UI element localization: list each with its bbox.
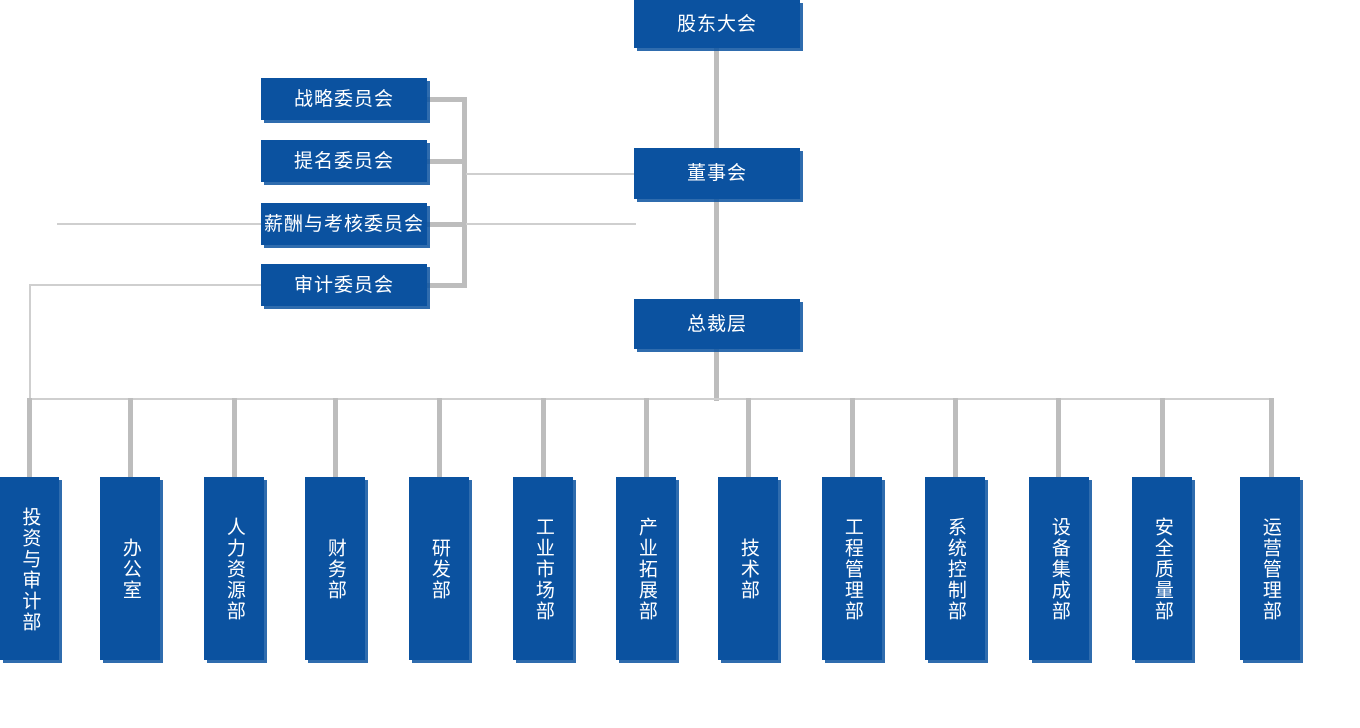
- node-department-human-resources[interactable]: 人力资源部: [204, 477, 264, 660]
- connector-committee-stub-4: [427, 283, 467, 288]
- node-label: 财务部: [324, 538, 347, 601]
- node-department-operations-management[interactable]: 运营管理部: [1240, 477, 1300, 660]
- node-department-finance[interactable]: 财务部: [305, 477, 365, 660]
- node-label: 审计委员会: [293, 273, 394, 296]
- node-department-equipment-integration[interactable]: 设备集成部: [1029, 477, 1089, 660]
- connector-drop-10: [953, 398, 958, 478]
- node-label: 研发部: [428, 538, 451, 601]
- node-label: 总裁层: [686, 312, 747, 335]
- node-label: 投资与审计部: [19, 506, 42, 633]
- connector-audit-line-left: [29, 284, 261, 286]
- connector-committee-stub-1: [427, 97, 467, 102]
- connector-drop-12: [1160, 398, 1165, 478]
- node-department-industrial-market[interactable]: 工业市场部: [513, 477, 573, 660]
- node-label: 工程管理部: [841, 517, 864, 622]
- node-department-investment-audit[interactable]: 投资与审计部: [0, 477, 59, 660]
- node-department-industry-expansion[interactable]: 产业拓展部: [616, 477, 676, 660]
- node-label: 工业市场部: [532, 517, 555, 622]
- connector-committees-to-board: [466, 173, 636, 175]
- node-department-office[interactable]: 办公室: [100, 477, 160, 660]
- connector-committee-stub-3: [427, 222, 467, 227]
- connector-drop-7: [644, 398, 649, 478]
- node-label: 办公室: [119, 538, 142, 601]
- node-label: 股东大会: [676, 12, 757, 35]
- node-label: 安全质量部: [1151, 517, 1174, 622]
- node-committee-nomination[interactable]: 提名委员会: [261, 140, 427, 182]
- node-label: 战略委员会: [293, 87, 394, 110]
- connector-drop-4: [333, 398, 338, 478]
- connector-audit-line-down: [29, 284, 31, 400]
- connector-drop-9: [850, 398, 855, 478]
- connector-compensation-line-right: [466, 223, 636, 225]
- node-department-engineering-management[interactable]: 工程管理部: [822, 477, 882, 660]
- connector-committee-spine: [462, 97, 467, 287]
- connector-compensation-line-left: [57, 223, 261, 225]
- node-committee-compensation-appraisal[interactable]: 薪酬与考核委员会: [261, 203, 427, 245]
- node-committee-strategy[interactable]: 战略委员会: [261, 78, 427, 120]
- connector-drop-6: [541, 398, 546, 478]
- connector-board-to-president: [714, 199, 719, 299]
- node-department-safety-quality[interactable]: 安全质量部: [1132, 477, 1192, 660]
- node-label: 人力资源部: [223, 517, 246, 622]
- node-department-system-control[interactable]: 系统控制部: [925, 477, 985, 660]
- connector-drop-1: [27, 398, 32, 478]
- node-president-layer[interactable]: 总裁层: [634, 299, 800, 349]
- node-shareholders-meeting[interactable]: 股东大会: [634, 0, 800, 48]
- connector-committee-stub-2: [427, 159, 467, 164]
- connector-president-to-bus: [714, 349, 719, 401]
- node-board-of-directors[interactable]: 董事会: [634, 148, 800, 199]
- connector-drop-8: [746, 398, 751, 478]
- node-label: 系统控制部: [944, 517, 967, 622]
- connector-drop-11: [1056, 398, 1061, 478]
- node-label: 运营管理部: [1259, 517, 1282, 622]
- node-committee-audit[interactable]: 审计委员会: [261, 264, 427, 306]
- connector-department-bus: [29, 398, 1273, 400]
- connector-drop-3: [232, 398, 237, 478]
- connector-drop-13: [1269, 398, 1274, 478]
- node-label: 设备集成部: [1048, 517, 1071, 622]
- connector-drop-2: [128, 398, 133, 478]
- node-department-research-development[interactable]: 研发部: [409, 477, 469, 660]
- node-label: 薪酬与考核委员会: [263, 212, 424, 235]
- connector-drop-5: [437, 398, 442, 478]
- node-department-technology[interactable]: 技术部: [718, 477, 778, 660]
- node-label: 董事会: [686, 162, 747, 185]
- node-label: 产业拓展部: [635, 517, 658, 622]
- node-label: 技术部: [737, 538, 760, 601]
- connector-shareholders-to-board: [714, 48, 719, 149]
- node-label: 提名委员会: [293, 149, 394, 172]
